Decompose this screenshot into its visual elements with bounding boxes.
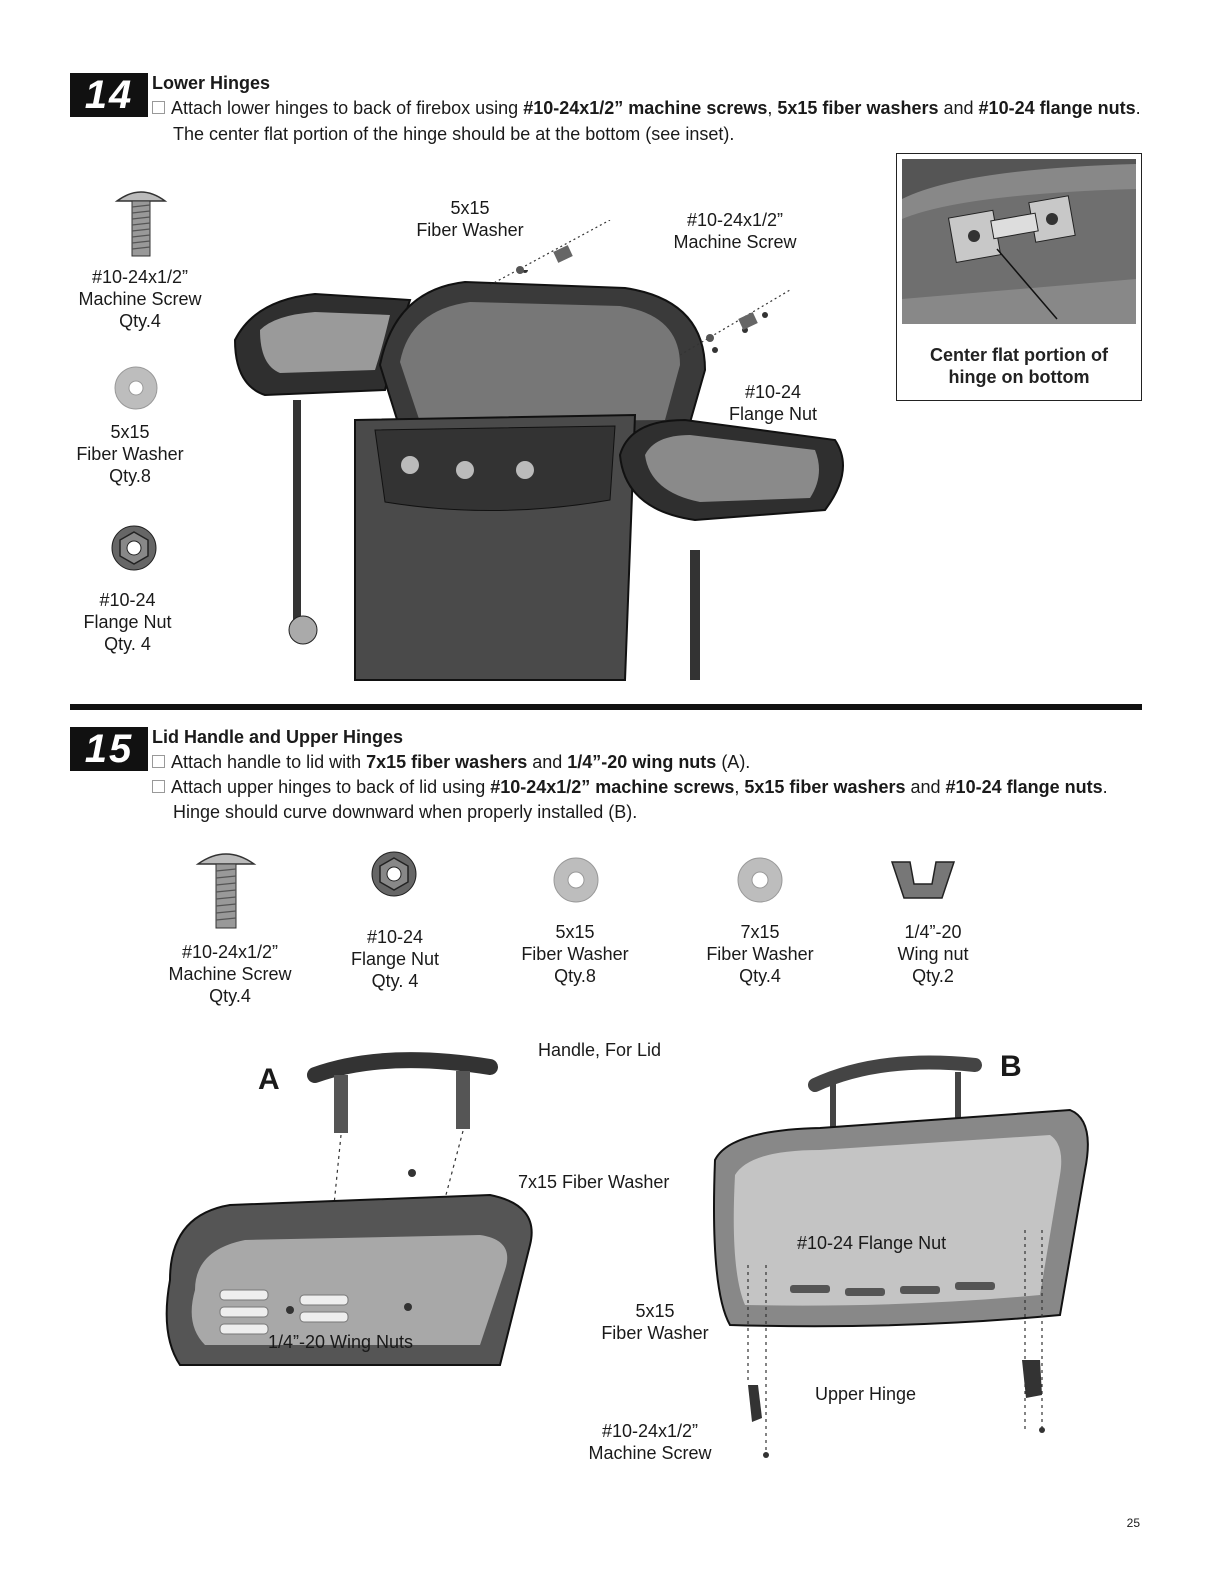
step-14-badge: 14 (70, 73, 148, 117)
step-15-instruction-2: Attach upper hinges to back of lid using… (152, 777, 1108, 798)
checkbox-icon (152, 780, 165, 793)
step-14-instruction-1: Attach lower hinges to back of firebox u… (152, 98, 1141, 119)
step-15-instruction-3: Hinge should curve downward when properl… (173, 802, 638, 822)
section-divider (70, 704, 1142, 710)
step-15-badge: 15 (70, 727, 148, 771)
page-number: 25 (1126, 1516, 1140, 1530)
callout-upper-hinge: Upper Hinge (815, 1384, 917, 1404)
lid-handle-diagram-a (165, 1052, 533, 1366)
callout-machine-screw: #10-24x1/2”Machine Screw (673, 210, 797, 252)
callout-handle: Handle, For Lid (538, 1040, 662, 1060)
flange-nut-icon (371, 851, 417, 897)
fiber-washer-icon (114, 366, 158, 410)
wing-nut-icon (890, 861, 956, 899)
step-15-instruction-1: Attach handle to lid with 7x15 fiber was… (152, 752, 750, 773)
lid-hinge-diagram-b (713, 1055, 1089, 1460)
diagram-b-label: B (1000, 1050, 1022, 1083)
step-15-title: Lid Handle and Upper Hinges (152, 727, 404, 747)
machine-screw-icon (114, 191, 168, 257)
checkbox-icon (152, 101, 165, 114)
machine-screw-icon (195, 853, 257, 929)
step-14-instruction-2: The center flat portion of the hinge sho… (173, 124, 735, 144)
callout-flange-nut-b: #10-24 Flange Nut (797, 1233, 947, 1253)
diagram-a-label: A (258, 1063, 280, 1096)
callout-wing-nuts: 1/4”-20 Wing Nuts (268, 1332, 414, 1352)
callout-machine-screw-b: #10-24x1/2”Machine Screw (588, 1421, 712, 1463)
hinge-inset-photo (902, 159, 1136, 324)
fiber-washer-icon (553, 857, 599, 903)
hinge-hardware-icons (489, 220, 791, 356)
step-14-title: Lower Hinges (152, 73, 271, 93)
flange-nut-icon (111, 525, 157, 571)
fiber-washer-icon (737, 857, 783, 903)
checkbox-icon (152, 755, 165, 768)
callout-washer7: 7x15 Fiber Washer (518, 1172, 670, 1192)
grill-illustration (233, 270, 844, 681)
